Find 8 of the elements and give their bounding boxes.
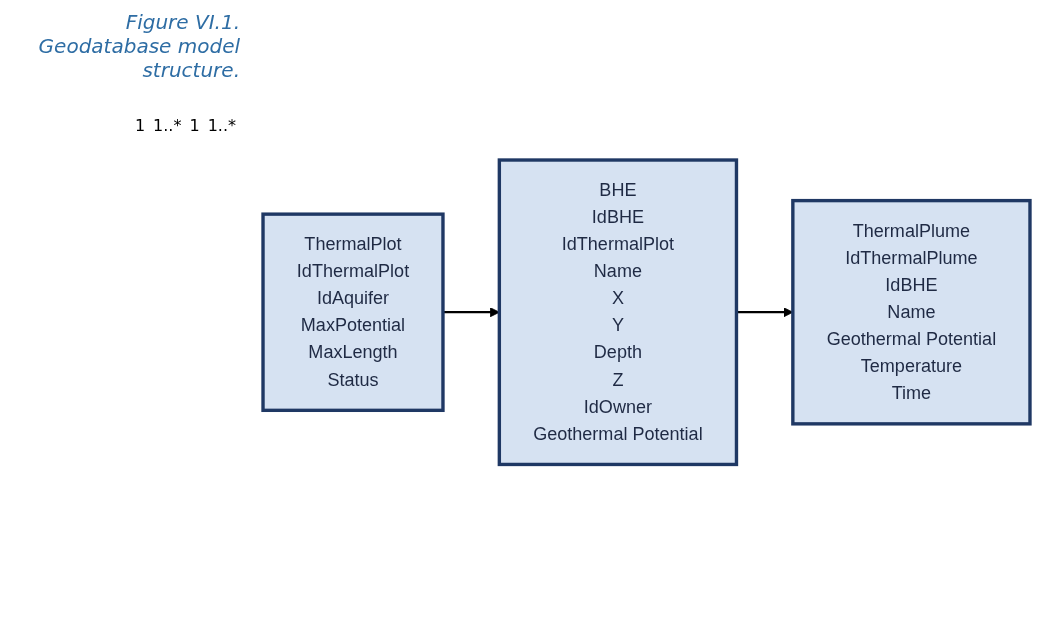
multiplicity-label: 1..* <box>153 116 182 135</box>
node-box: ThermalPlot IdThermalPlot IdAquifer MaxPotential MaxLength Status <box>261 212 445 413</box>
multiplicity-label: 1 <box>189 116 200 135</box>
figure-caption: Figure VI.1. Geodatabase model structure. <box>37 10 240 82</box>
node-box: ThermalPlume IdThermalPlume IdBHE Name Geothermal Potential Temperature Time <box>791 199 1032 426</box>
multiplicity-label: 1 <box>134 116 146 135</box>
multiplicity-label: 1..* <box>207 116 236 135</box>
node-box: BHE IdBHE IdThermalPlot Name X Y Depth Z IdOwner Geothermal Potential <box>497 158 739 467</box>
